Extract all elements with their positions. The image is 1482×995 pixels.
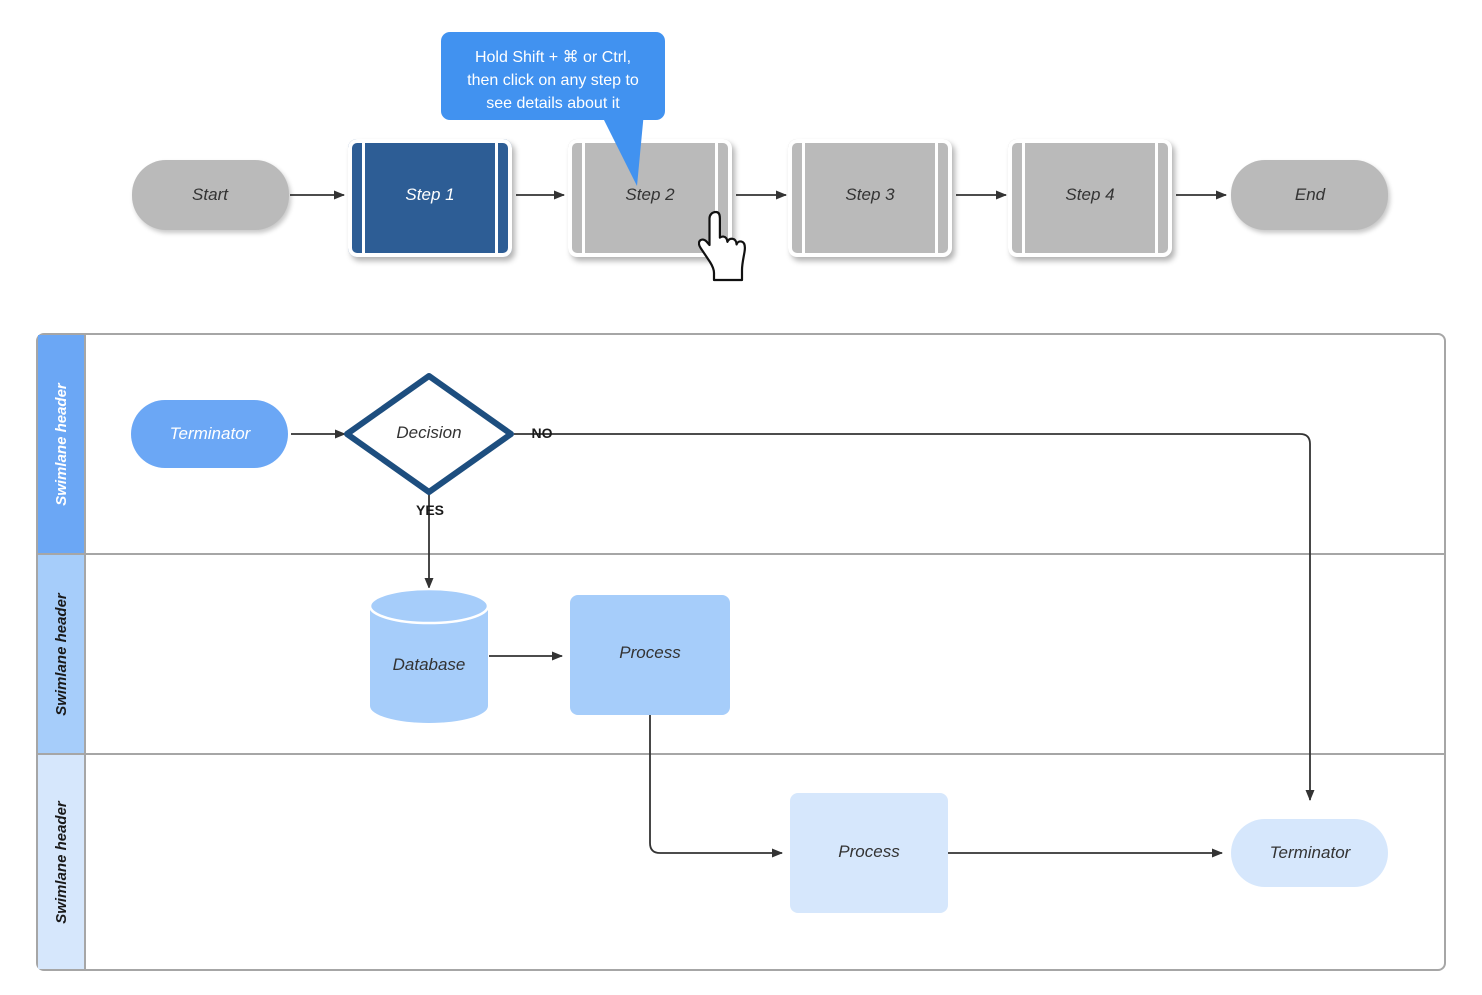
- swimlane-header-2[interactable]: Swimlane header: [38, 555, 84, 753]
- pool-node-database-1[interactable]: [368, 587, 490, 723]
- step1-left-bar: [362, 143, 365, 253]
- connector-process1-process2: [649, 715, 783, 858]
- step1-right-bar: [495, 143, 498, 253]
- step2-outline: [568, 139, 732, 257]
- top-node-step1[interactable]: [348, 139, 512, 257]
- step1-selection-outline: [348, 139, 512, 257]
- step3-outline: [788, 139, 952, 257]
- top-node-step3[interactable]: [788, 139, 952, 257]
- step4-outline: [1008, 139, 1172, 257]
- pool-node-process-1[interactable]: [570, 595, 730, 715]
- lane-divider-2: [38, 753, 1444, 755]
- swimlane-header-1[interactable]: Swimlane header: [38, 335, 84, 553]
- connector-decision-no: [514, 433, 1315, 801]
- step4-right-bar: [1155, 143, 1158, 253]
- shortcut-hint-tooltip: Hold Shift + ⌘ or Ctrl, then click on an…: [441, 32, 665, 120]
- swimlane-header-divider: [84, 335, 86, 969]
- swimlane-header-3[interactable]: Swimlane header: [38, 755, 84, 969]
- tooltip-line-1: Hold Shift + ⌘ or Ctrl,: [474, 49, 632, 66]
- tooltip-line-2: then click on any step to: [467, 72, 639, 89]
- pool-node-decision-1[interactable]: [344, 373, 514, 495]
- pool-node-process-2[interactable]: [790, 793, 948, 913]
- step2-left-bar: [582, 143, 585, 253]
- step3-left-bar: [802, 143, 805, 253]
- step3-right-bar: [935, 143, 938, 253]
- step2-right-bar: [715, 143, 718, 253]
- lane-divider-1: [38, 553, 1444, 555]
- pool-node-terminator-1[interactable]: [131, 400, 288, 468]
- step4-left-bar: [1022, 143, 1025, 253]
- tooltip-line-3: see details about it: [486, 95, 620, 112]
- top-node-start[interactable]: [132, 160, 289, 230]
- tooltip-tail-icon: [600, 112, 644, 186]
- pool-node-terminator-2[interactable]: [1231, 819, 1388, 887]
- top-node-step4[interactable]: [1008, 139, 1172, 257]
- top-node-end[interactable]: [1231, 160, 1388, 230]
